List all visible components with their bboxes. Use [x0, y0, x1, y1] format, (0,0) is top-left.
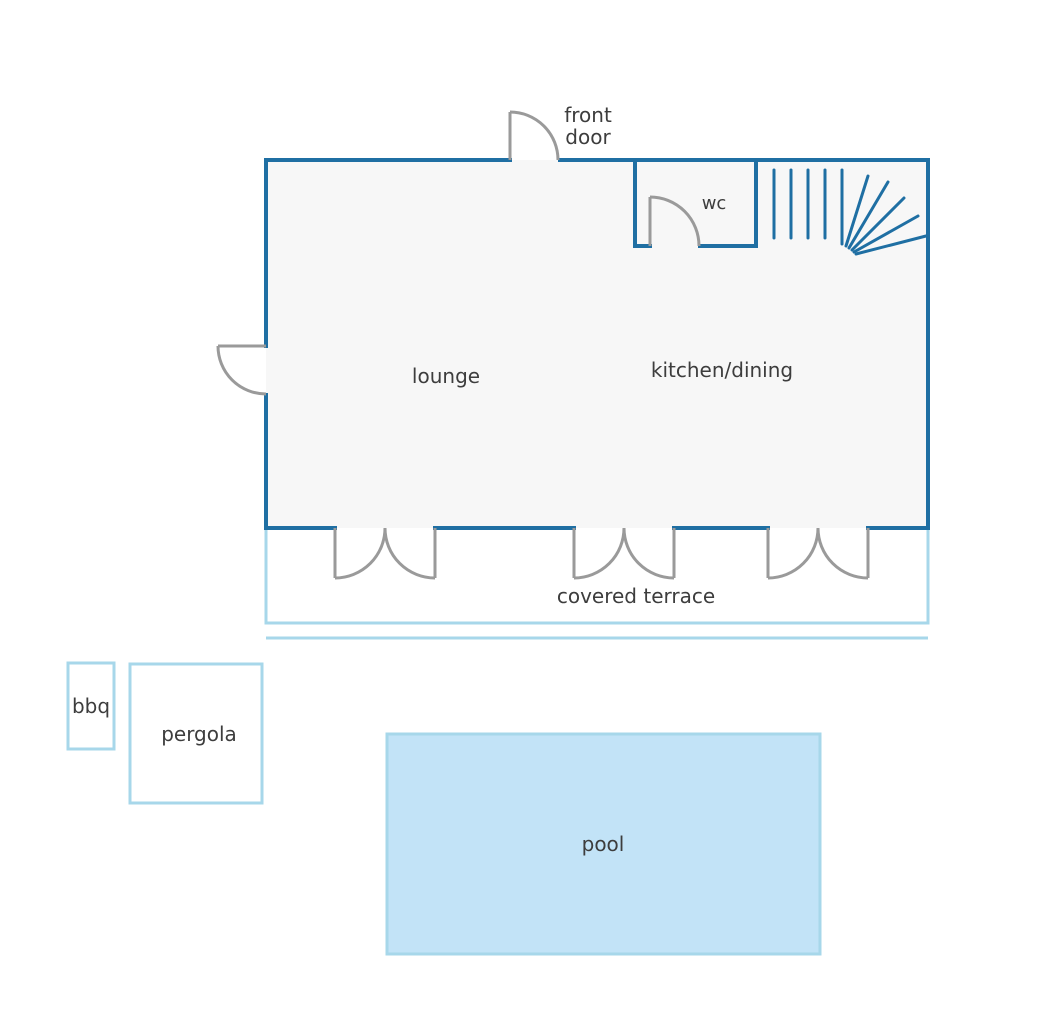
house-floor [266, 160, 928, 528]
covered-terrace-label: covered terrace [557, 584, 715, 608]
covered-terrace-outline [264, 530, 930, 640]
house-walls [264, 158, 930, 530]
wc-door [648, 195, 701, 247]
wc-walls [633, 158, 758, 248]
bbq-label: bbq [72, 694, 110, 718]
terrace-double-door-1 [333, 527, 437, 580]
lounge-label: lounge [412, 364, 480, 388]
bbq-outline [66, 661, 116, 751]
wc-label: wc [702, 193, 727, 214]
pergola-outline [128, 662, 264, 805]
pool-shape [385, 732, 822, 956]
side-door [216, 344, 267, 396]
front-door [508, 110, 560, 161]
front-door-label-line2: door [565, 125, 611, 149]
terrace-double-door-3 [766, 527, 870, 580]
pergola-label: pergola [161, 722, 237, 746]
pool-label: pool [582, 832, 625, 856]
spiral-stairs-icon [772, 168, 928, 256]
terrace-double-door-2 [572, 527, 676, 580]
front-door-label-line1: front [564, 103, 612, 127]
kitchen-dining-label: kitchen/dining [651, 358, 793, 382]
